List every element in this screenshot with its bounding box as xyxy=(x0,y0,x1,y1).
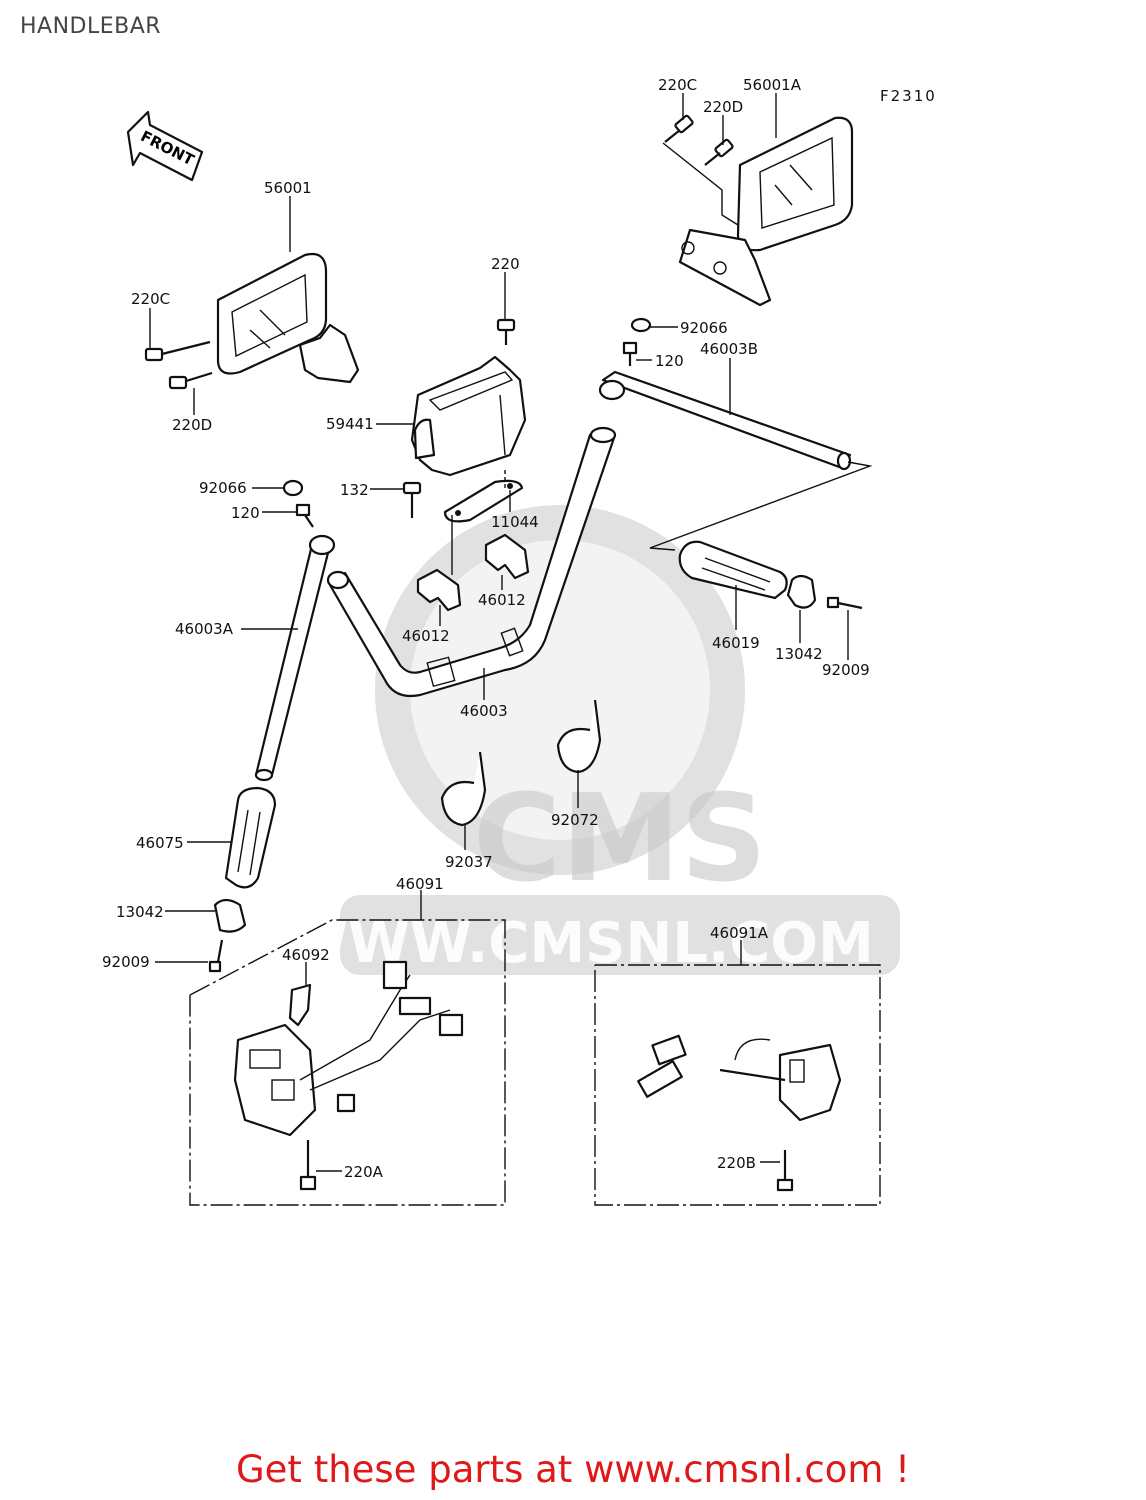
screw-220b xyxy=(776,1150,794,1192)
screw-120-left xyxy=(295,503,314,528)
leader-lines xyxy=(149,93,849,1172)
label-11044: 11044 xyxy=(491,513,539,531)
handlebar-46003a xyxy=(254,534,336,782)
label-220d-top: 220D xyxy=(703,98,743,116)
label-220c-top: 220C xyxy=(658,76,697,94)
cover-59441 xyxy=(410,355,527,477)
label-92037: 92037 xyxy=(445,853,493,871)
label-46012-right: 46012 xyxy=(478,591,526,609)
screw-120-right xyxy=(622,341,638,366)
label-46092: 46092 xyxy=(282,946,330,964)
cap-92066-left xyxy=(282,479,304,497)
bolt-220c-left xyxy=(144,340,211,362)
strap-92072 xyxy=(556,699,602,774)
label-92066-left: 92066 xyxy=(199,479,247,497)
label-13042-left: 13042 xyxy=(116,903,164,921)
cap-92066-right xyxy=(630,317,652,333)
label-92009-right: 92009 xyxy=(822,661,870,679)
screw-92009-left xyxy=(208,939,224,973)
strap-92037 xyxy=(440,751,487,827)
holder-46012-right xyxy=(484,533,530,580)
mirror-right xyxy=(678,116,854,307)
watermark-brand: CMS xyxy=(473,770,767,909)
mirror-left xyxy=(216,252,360,384)
label-56001: 56001 xyxy=(264,179,312,197)
label-132: 132 xyxy=(340,481,369,499)
label-220: 220 xyxy=(491,255,520,273)
label-46003a: 46003A xyxy=(175,620,234,638)
label-220b: 220B xyxy=(717,1154,756,1172)
label-13042-right: 13042 xyxy=(775,645,823,663)
label-59441: 59441 xyxy=(326,415,374,433)
handlebar-46003b xyxy=(598,370,852,471)
weight-13042-left xyxy=(213,898,247,933)
figure-code: F2310 xyxy=(880,87,937,105)
label-92066-right: 92066 xyxy=(680,319,728,337)
label-92072: 92072 xyxy=(551,811,599,829)
bolt-220d-top xyxy=(704,138,734,166)
parts-diagram: CMS WWW.CMSNL.COM F2310 FRONT xyxy=(102,76,937,1206)
label-220c-left: 220C xyxy=(131,290,170,308)
label-220d-left: 220D xyxy=(172,416,212,434)
label-46019: 46019 xyxy=(712,634,760,652)
label-46003b: 46003B xyxy=(700,340,758,358)
bolt-220c-top xyxy=(664,114,694,143)
page-title: HANDLEBAR xyxy=(20,14,162,39)
label-46003: 46003 xyxy=(460,702,508,720)
part-labels: 220C 56001A 220D 56001 220 220C 220D 920… xyxy=(102,76,870,1181)
bolt-220d-left xyxy=(168,371,213,390)
label-56001a: 56001A xyxy=(743,76,802,94)
label-120-right: 120 xyxy=(655,352,684,370)
label-120-left: 120 xyxy=(231,504,260,522)
weight-13042-right xyxy=(786,574,817,609)
screw-220a xyxy=(299,1140,317,1191)
label-46091: 46091 xyxy=(396,875,444,893)
label-92009-left: 92009 xyxy=(102,953,150,971)
bolt-220 xyxy=(496,318,516,345)
watermark-url: WWW.CMSNL.COM xyxy=(286,911,873,976)
label-46075: 46075 xyxy=(136,834,184,852)
handlebar-46003 xyxy=(326,426,617,698)
front-arrow-icon: FRONT xyxy=(126,110,204,182)
label-46091a: 46091A xyxy=(710,924,769,942)
label-220a: 220A xyxy=(344,1163,384,1181)
grip-46075 xyxy=(224,786,277,889)
holder-46012-left xyxy=(416,568,462,612)
footer-cta-link[interactable]: Get these parts at www.cmsnl.com ! xyxy=(235,1448,910,1491)
grip-46019 xyxy=(678,540,788,600)
bolt-132 xyxy=(402,481,422,518)
screw-92009-right xyxy=(826,596,863,610)
switch-46091 xyxy=(233,960,464,1137)
switch-46091a xyxy=(637,1034,842,1122)
label-46012-left: 46012 xyxy=(402,627,450,645)
